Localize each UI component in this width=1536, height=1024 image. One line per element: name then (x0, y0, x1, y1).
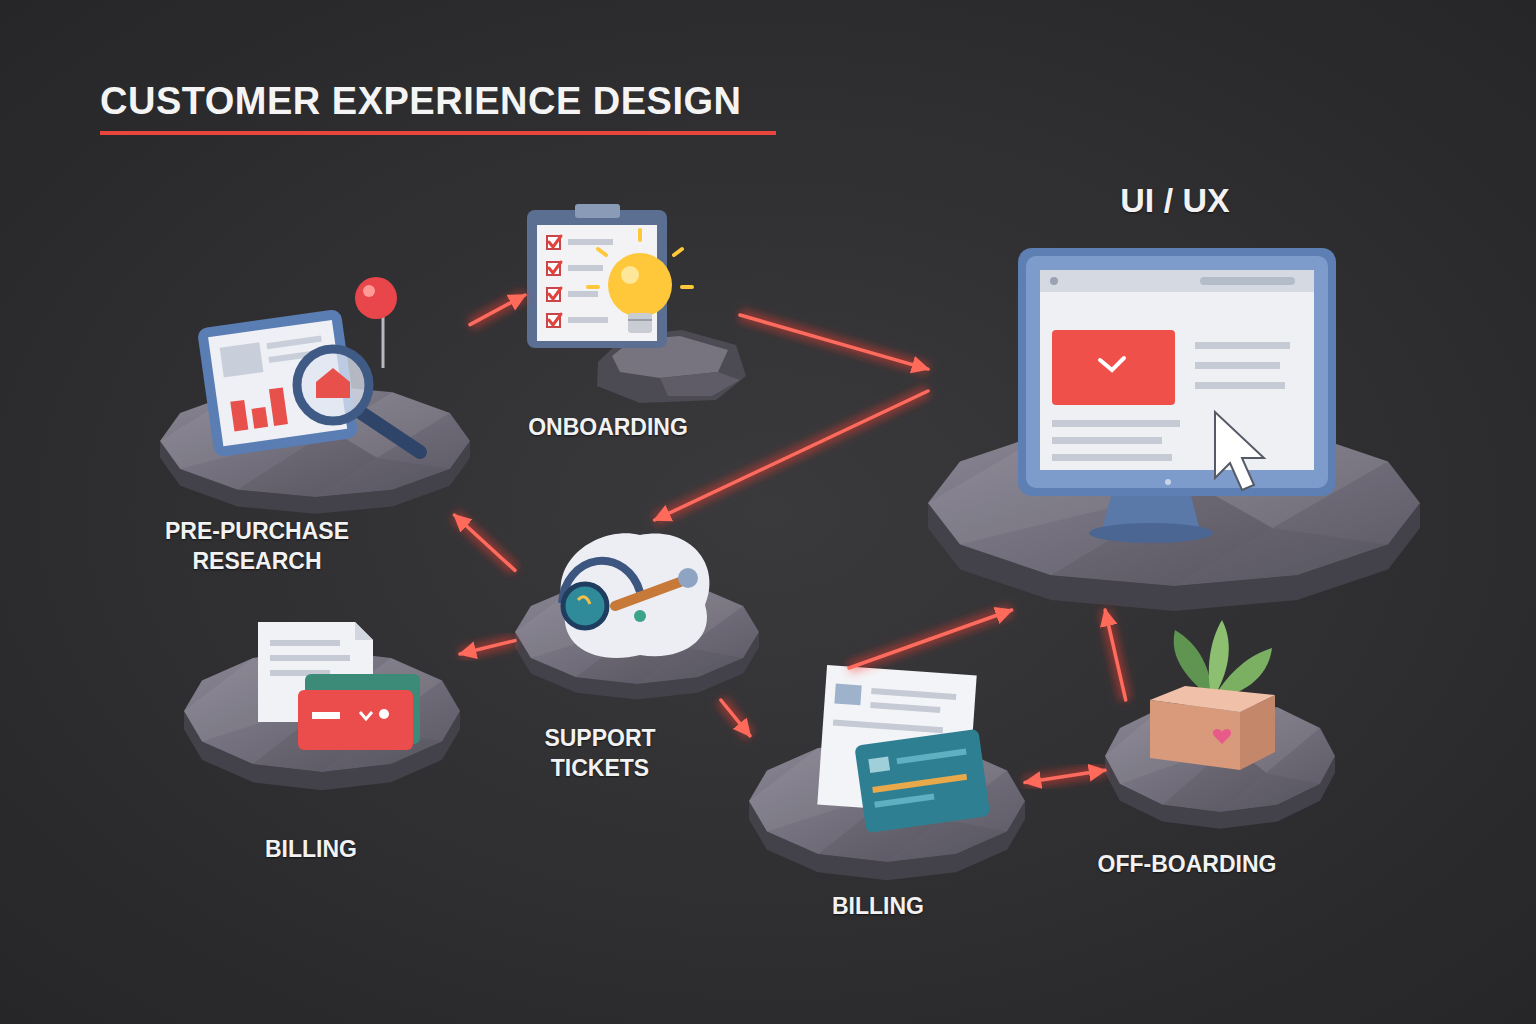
stage-label: PRE-PURCHASE RESEARCH (137, 517, 377, 577)
billing-icon (258, 622, 420, 750)
connector-glow (655, 391, 928, 520)
stage-label: UI / UX (1075, 178, 1275, 222)
onboarding-icon (527, 204, 692, 348)
flow-arrow (655, 391, 928, 520)
platform (1105, 700, 1335, 829)
flow-arrow (1105, 610, 1126, 700)
stage-label: BILLING (798, 892, 958, 922)
flow-arrow (740, 315, 928, 369)
connector-glow (1025, 770, 1105, 782)
flow-arrow (460, 641, 515, 654)
platform (184, 650, 460, 790)
monitor-icon (1018, 248, 1336, 543)
flow-arrow (721, 700, 750, 736)
flow-arrow (1025, 770, 1105, 782)
flow-arrow (470, 295, 525, 325)
stage-label: BILLING (231, 835, 391, 865)
billing-icon (817, 665, 990, 833)
connector-glow (470, 295, 525, 325)
stage-label: ONBOARDING (493, 413, 723, 443)
stage-platform: OFF-BOARDING (1105, 700, 1335, 830)
connector-glow (849, 610, 1012, 668)
connector-glow (460, 641, 515, 654)
support-icon (561, 533, 710, 658)
research-icon (197, 277, 420, 458)
flow-arrow (455, 515, 516, 570)
stage-platform: ONBOARDING (525, 205, 740, 405)
stage-platform: BILLING (185, 620, 460, 790)
stage-platform: UI / UX (928, 245, 1420, 610)
stage-label: SUPPORT TICKETS (520, 724, 680, 784)
connector-glow (721, 700, 750, 736)
connector-glow (1105, 610, 1126, 700)
connector-glow (740, 315, 928, 369)
stage-label: OFF-BOARDING (1072, 850, 1302, 880)
connector-glow (455, 515, 516, 570)
offboarding-icon (1150, 620, 1275, 770)
stage-platform: BILLING (750, 668, 1025, 880)
stage-platform: SUPPORT TICKETS (515, 520, 760, 700)
diagram-title: CUSTOMER EXPERIENCE DESIGN (100, 80, 742, 123)
title-underline (100, 131, 776, 135)
flow-arrow (849, 610, 1012, 668)
stage-platform: PRE-PURCHASE RESEARCH (160, 280, 470, 515)
